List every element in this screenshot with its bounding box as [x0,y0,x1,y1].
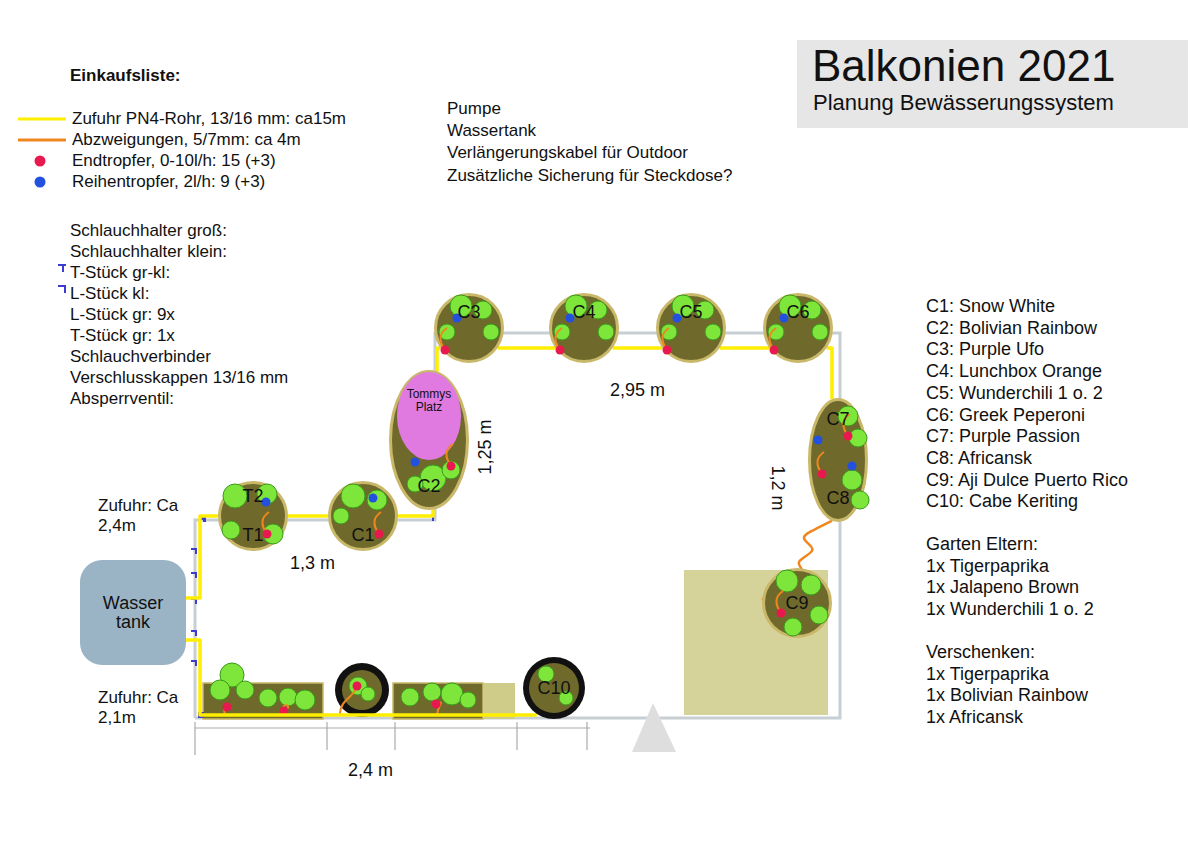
hose-fittings [58,264,826,718]
plant-key: C8: Africansk [926,448,1032,469]
dimension: 2,95 m [610,380,665,401]
legend-text: Zufuhr PN4-Rohr, 13/16 mm: ca15m [72,109,346,129]
plant-key: C2: Bolivian Rainbow [926,318,1097,339]
dimension: Zufuhr: Ca 2,1m [98,688,190,727]
supply-pipe [437,348,440,371]
subtitle: Planung Bewässerungssystem [813,90,1114,115]
plant-code: C7 [826,410,849,429]
legend-swatch [18,175,68,189]
supply-pipe [613,346,663,350]
table-area [684,570,828,715]
plant-note: 1x Jalapeno Brown [926,577,1079,598]
group-heading: Garten Eltern: [926,534,1038,555]
plant-pot: C9 [762,568,832,638]
dimension: Zufuhr: Ca 2,4m [98,496,190,535]
place-label: Tommys Platz [404,388,454,413]
legend-item: Reihentropfer, 2l/h: 9 (+3) [18,172,265,192]
dimension: 1,25 m [475,419,496,474]
dimension: 1,2 m [768,465,789,510]
plant-code: T1 [242,526,263,545]
list-heading: Einkaufsliste: [70,66,181,86]
plant-key: C6: Greek Peperoni [926,405,1085,426]
plant-pot: C6 [763,293,833,363]
plant-code: C9 [785,594,808,613]
list-item: T-Stück gr-kl: [70,263,170,283]
legend-item: Endtropfer, 0-10l/h: 15 (+3) [18,151,276,171]
supply-pipe [720,346,770,350]
plant-code: T2 [242,487,263,506]
supply-pipe [398,510,433,516]
dimension-line [195,722,590,755]
plant-note: 1x Tigerpaprika [926,556,1049,577]
title-panel [797,40,1188,128]
plant-key: C5: Wunderchili 1 o. 2 [926,383,1103,404]
supply-pipe [186,640,537,715]
list-item: Absperrventil: [70,389,174,409]
plant-pot: C3 [434,293,504,363]
list-item: Zusätzliche Sicherung für Steckdose? [447,166,732,186]
tank-label: Wasser tank [97,594,169,632]
plant-pot: C10 [522,656,586,720]
plant-key: C4: Lunchbox Orange [926,361,1102,382]
plant-note: 1x Bolivian Rainbow [926,685,1088,706]
supply-pipe [186,516,218,598]
list-item: Wassertank [447,121,536,141]
list-item: Pumpe [447,99,501,119]
plant-code: C2 [417,477,440,496]
list-item: Verlängerungskabel für Outdoor [447,143,688,163]
plant-key: C9: Aji Dulce Puerto Rico [926,470,1128,491]
plant-note: 1x Africansk [926,707,1023,728]
plant-note: 1x Tigerpaprika [926,664,1049,685]
door-marker [632,703,676,752]
plant-code: C10 [537,679,570,698]
list-item: L-Stück kl: [70,284,149,304]
legend-swatch [18,133,68,147]
page-title: Balkonien 2021 [812,44,1115,88]
list-item: Schlauchverbinder [70,347,211,367]
water-tank: Wasser tank [80,560,186,665]
plant-key: C3: Purple Ufo [926,339,1044,360]
plant-key: C1: Snow White [926,296,1055,317]
plant-note: 1x Wunderchili 1 o. 2 [926,599,1094,620]
list-item: T-Stück gr: 1x [70,326,175,346]
list-item: Verschlusskappen 13/16 mm [70,368,288,388]
plant-code: C4 [572,303,595,322]
group-heading: Verschenken: [926,642,1035,663]
list-item: Schlauchhalter klein: [70,242,227,262]
supply-pipe [288,514,328,518]
plant-code: C8 [826,489,849,508]
supply-pipe [827,348,832,399]
balcony-outline [195,333,840,718]
legend-swatch [18,154,68,168]
list-item: Schlauchhalter groß: [70,221,227,241]
legend-text: Reihentropfer, 2l/h: 9 (+3) [72,172,265,192]
plant-pot: Tommys PlatzC2 [389,370,469,510]
dimension: 2,4 m [348,760,393,781]
plant-code: C3 [457,303,480,322]
plant-code: C6 [786,303,809,322]
legend-text: Endtropfer, 0-10l/h: 15 (+3) [72,151,276,171]
plant-pot: C7C8 [808,398,868,522]
list-item: L-Stück gr: 9x [70,305,175,325]
plant-key: C7: Purple Passion [926,426,1080,447]
plant-pot: T2T1 [218,481,288,551]
plant-pot: C4 [549,293,619,363]
plant-pot: C1 [328,481,398,551]
dimension: 1,3 m [290,553,335,574]
plant-pot: C5 [656,293,726,363]
bottom-planters [203,663,515,719]
legend-item: Abzweigungen, 5/7mm: ca 4m [18,130,301,150]
plant-key: C10: Cabe Keriting [926,491,1078,512]
legend-swatch [18,112,68,126]
plant-code: C1 [351,526,374,545]
legend-item: Zufuhr PN4-Rohr, 13/16 mm: ca15m [18,109,346,129]
plant-code: C5 [679,303,702,322]
supply-pipe [498,346,556,350]
legend-text: Abzweigungen, 5/7mm: ca 4m [72,130,301,150]
